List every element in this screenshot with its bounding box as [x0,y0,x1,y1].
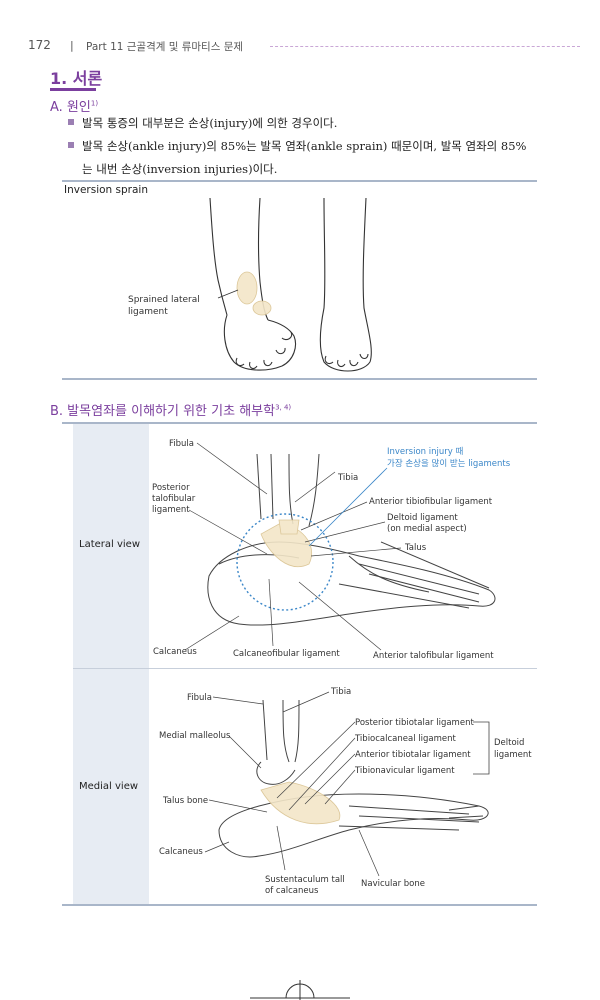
inversion-highlight-circle [236,513,334,611]
running-header: 172 | Part 11 근골격계 및 류마티스 문제 [28,38,580,56]
foot-bones-outline [207,541,496,626]
subsection-a-text: A. 원인 [50,100,91,115]
figure-bottom-rule [62,378,537,380]
label-talus: Talus [404,543,427,553]
callout-label-line1: Sprained lateral [128,295,200,305]
bullet-square-icon [68,119,74,125]
label-tibionavicular: Tibionavicular ligament [354,766,455,776]
page-number: 172 [28,38,51,52]
sprained-ligament-highlight [236,271,258,305]
part-title: Part 11 근골격계 및 류마티스 문제 [86,41,244,53]
subsection-b-title: B. 발목염좌를 이해하기 위한 기초 해부학3, 4) [50,400,291,419]
figure-label: Inversion sprain [64,184,149,196]
label-talus-bone: Talus bone [162,796,208,806]
subsection-b-text: B. 발목염좌를 이해하기 위한 기초 해부학 [50,404,276,419]
label-medial-calcaneus: Calcaneus [159,847,203,857]
label-medial-fibula: Fibula [187,693,212,703]
footnote-ref: 1) [90,99,99,108]
inversion-sprain-illustration: Sprained lateral ligament [128,197,372,372]
bullet-1: 발목 통증의 대부분은 손상(injury)에 의한 경우이다. [68,112,548,135]
label-deltoid-1: Deltoid [494,738,524,748]
label-calcaneofibular: Calcaneofibular ligament [233,649,340,659]
view-divider [73,668,537,669]
fibula-bone [256,453,262,520]
label-posterior-talofibular-2: talofibular [152,494,196,504]
deltoid-bracket [473,721,490,775]
section-title-underline [50,88,96,91]
note-leader-line [308,467,388,547]
callout-line [217,289,239,299]
lateral-view-illustration: Fibula Tibia Posterior talofibular ligam… [152,439,511,661]
tibia-bone [282,699,290,763]
bullet-2: 발목 손상(ankle injury)의 85%는 발목 염좌(ankle sp… [68,135,548,158]
bullet-text: 발목 손상(ankle injury)의 85%는 발목 염좌(ankle sp… [82,139,527,153]
label-deltoid-2: (on medial aspect) [387,524,467,534]
bullet-2-continued: 는 내번 손상(inversion injuries)이다. [68,158,548,181]
medial-view-illustration: Fibula Tibia Medial malleolus Posterior … [159,687,532,896]
footnote-ref: 3, 4) [275,403,292,412]
label-posterior-tibiotalar: Posterior tibiotalar ligament [355,718,474,728]
label-sustentaculum-1: Sustentaculum tall [265,875,345,885]
label-tibia: Tibia [337,473,358,483]
page-bottom-crosshair-icon [250,980,350,1000]
label-tibiocalcaneal: Tibiocalcaneal ligament [354,734,456,744]
label-navicular: Navicular bone [361,879,425,889]
label-medial-malleolus: Medial malleolus [159,731,231,741]
note-inversion-2: 가장 손상을 많이 받는 ligaments [387,458,511,469]
bullet-text: 는 내번 손상(inversion injuries)이다. [82,162,278,176]
section-title: 1. 서론 [50,69,103,88]
label-posterior-talofibular-1: Posterior [152,483,190,493]
medial-foot-bones-outline [218,793,489,858]
label-deltoid-1: Deltoid ligament [387,513,458,523]
bullet-text: 발목 통증의 대부분은 손상(injury)에 의한 경우이다. [82,116,338,130]
header-dashed-line [270,46,580,47]
label-deltoid-2: ligament [494,750,532,760]
lateral-view-label: Lateral view [79,539,140,550]
label-anterior-tibiotalar: Anterior tibiotalar ligament [355,750,471,760]
figure-top-rule [62,180,537,182]
label-fibula: Fibula [169,439,194,449]
header-separator: | [70,39,74,52]
label-calcaneus: Calcaneus [153,647,197,657]
label-posterior-talofibular-3: ligament [152,505,190,515]
bullet-square-icon [68,142,74,148]
subsection-a-title: A. 원인1) [50,96,98,115]
label-anterior-tibiofibular: Anterior tibiofibular ligament [369,497,493,507]
medial-view-label: Medial view [79,781,139,792]
label-medial-tibia: Tibia [330,687,351,697]
tibia-bone [288,453,294,525]
view-label-column [73,424,149,904]
callout-label-line2: ligament [128,307,168,317]
label-anterior-talofibular: Anterior talofibular ligament [373,651,494,661]
anatomy-top-rule [62,422,537,424]
fibula-bone [262,699,268,761]
label-sustentaculum-2: of calcaneus [265,886,319,896]
note-inversion-1: Inversion injury 때 [387,446,463,457]
left-leg-outline [209,197,228,316]
anatomy-bottom-rule [62,904,537,906]
